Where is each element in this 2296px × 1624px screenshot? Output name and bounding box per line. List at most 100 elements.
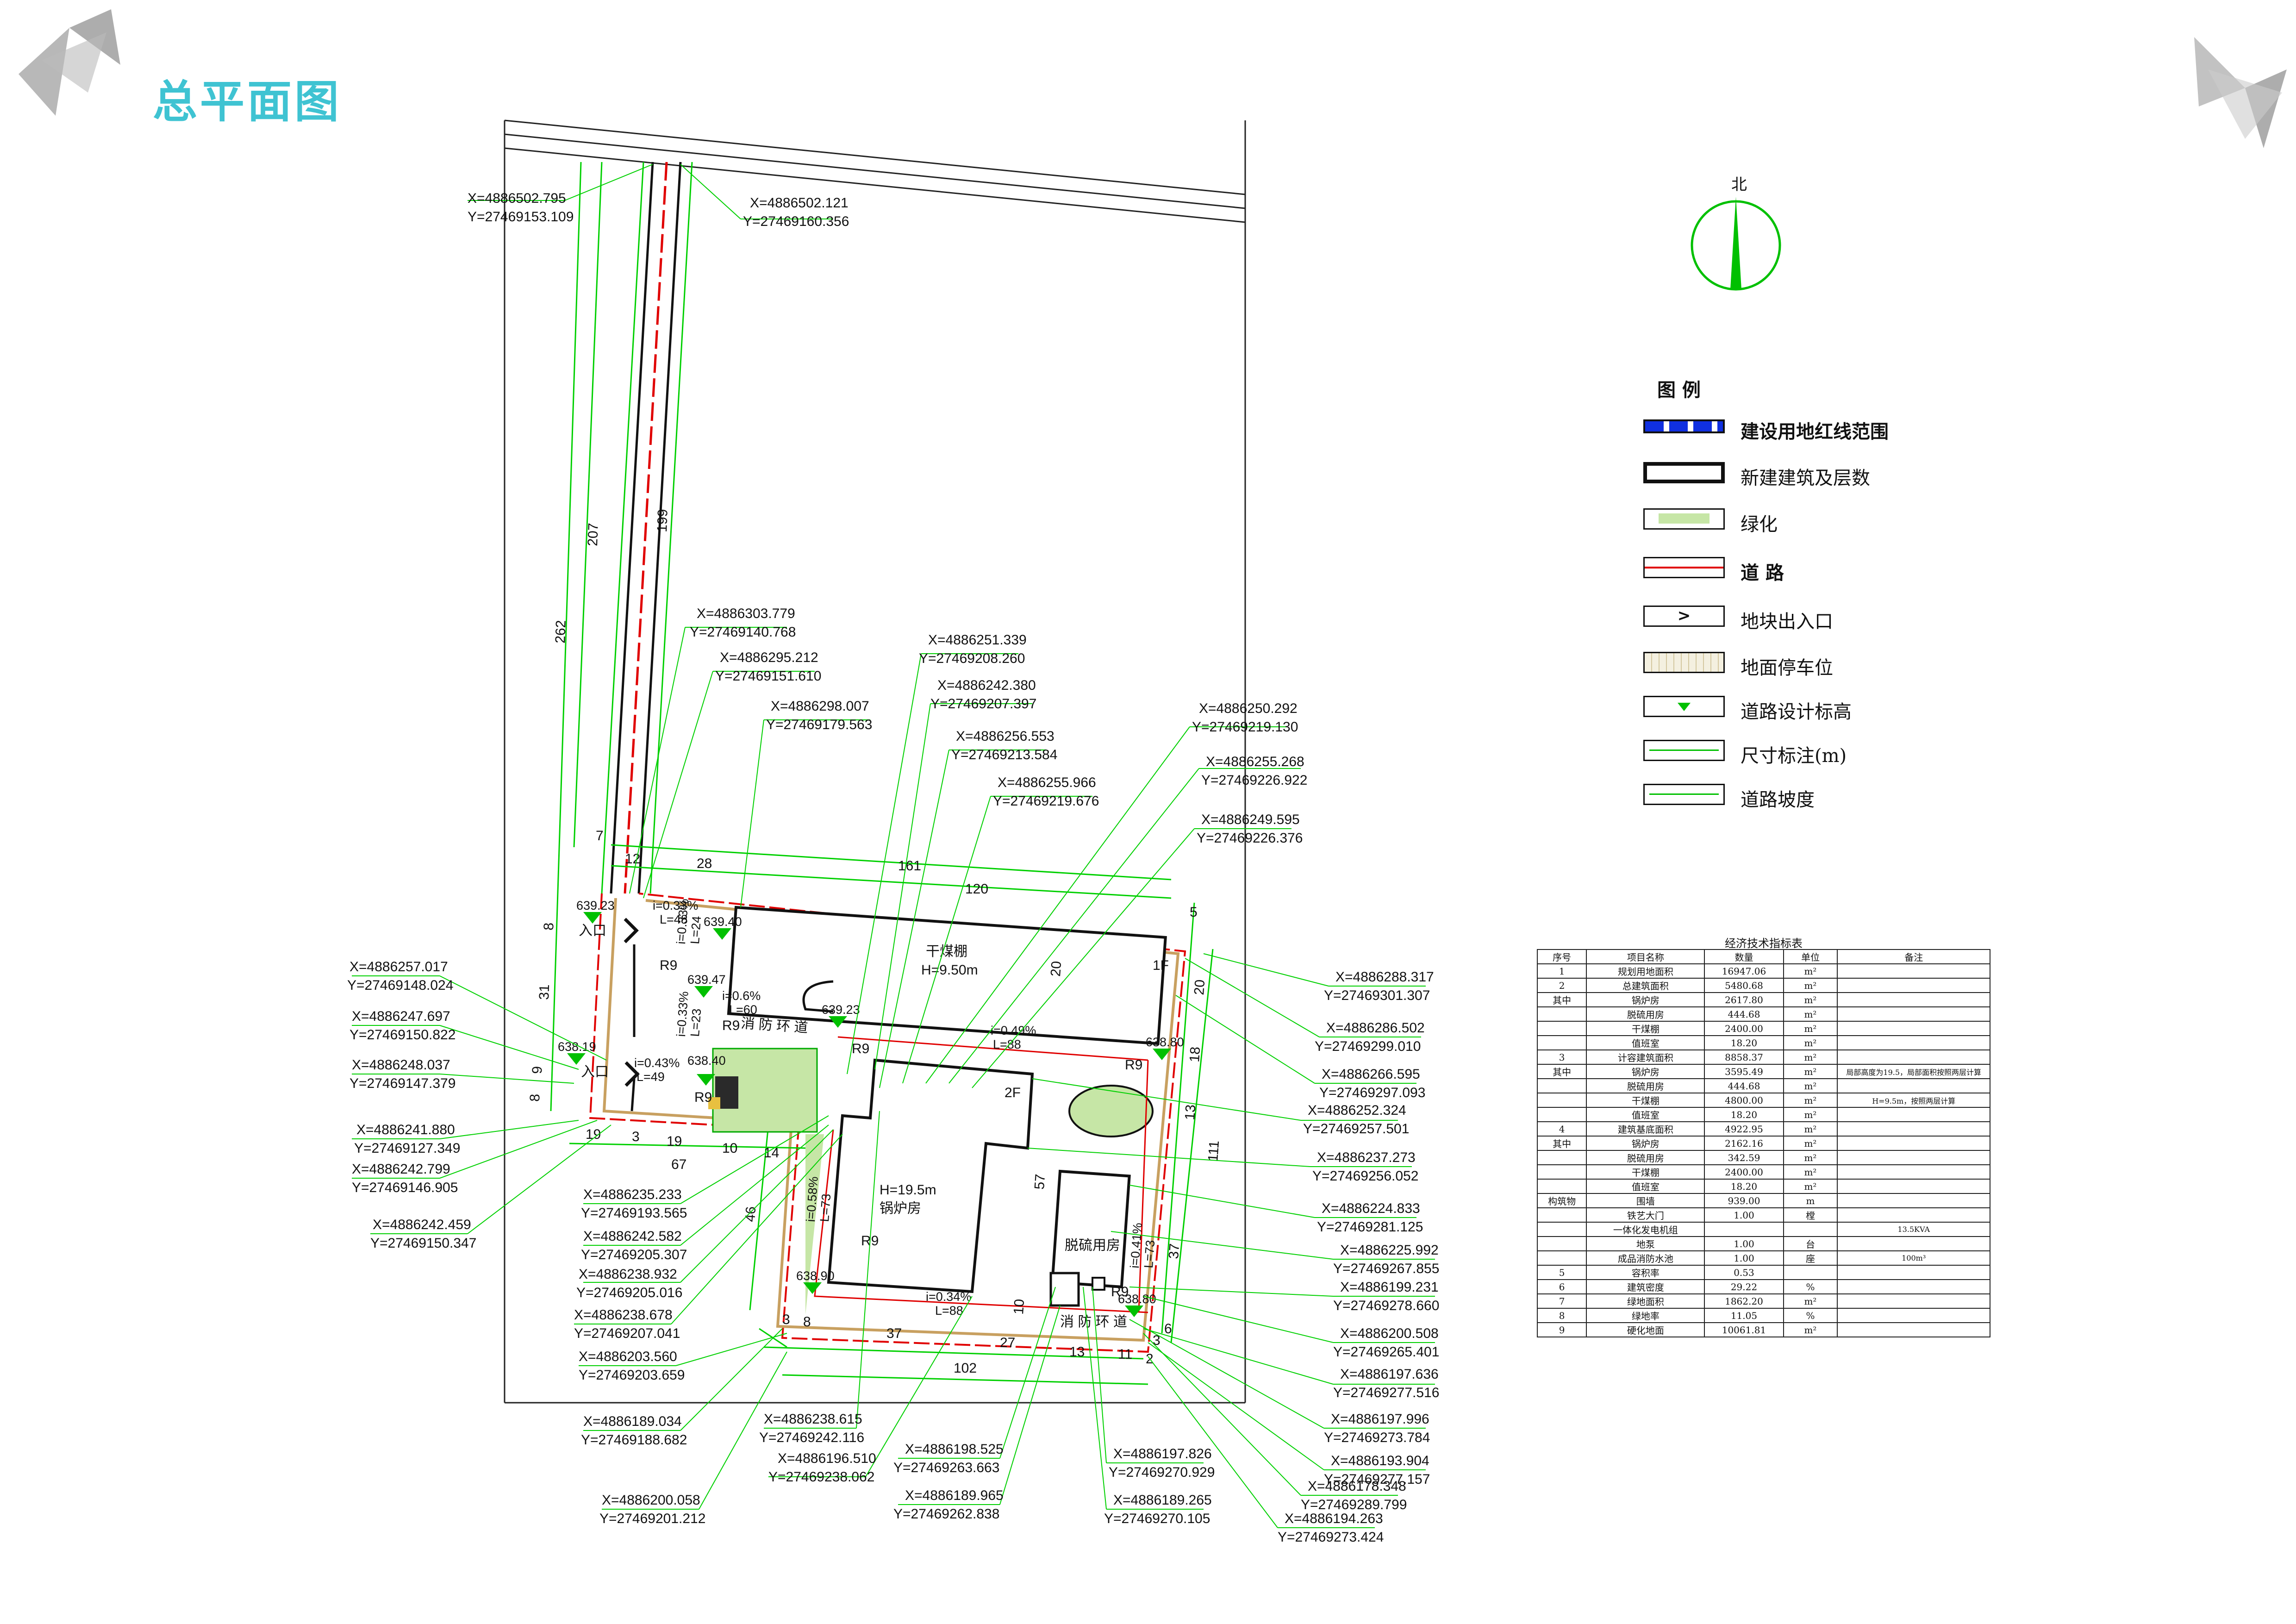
table-cell [1536, 1021, 1587, 1036]
table-cell [1536, 1107, 1587, 1122]
coord-x: X=4886200.508 [1340, 1326, 1439, 1341]
radius-label: R9 [660, 958, 677, 973]
coord-y: Y=27469265.401 [1333, 1344, 1439, 1360]
coord-y: Y=27469273.784 [1324, 1430, 1430, 1445]
table-cell: 台 [1783, 1236, 1838, 1251]
table-cell: 一体化发电机组 [1586, 1222, 1705, 1237]
table-cell [1837, 1136, 1990, 1151]
building-swatch [1643, 462, 1725, 483]
table-cell: 1 [1536, 963, 1587, 979]
table-cell: 值班室 [1586, 1035, 1705, 1050]
table-cell: 3 [1536, 1049, 1587, 1065]
coord-y: Y=27469238.062 [768, 1469, 874, 1485]
boiler-height: H=19.5m [880, 1182, 936, 1198]
elevation-label: 638.80 [1118, 1292, 1156, 1306]
table-cell: 围墙 [1586, 1193, 1705, 1208]
table-cell: m² [1783, 1064, 1838, 1079]
slope-label: i=0.33% [674, 898, 691, 944]
coord-x: X=4886235.233 [583, 1187, 682, 1202]
table-cell: 值班室 [1586, 1107, 1705, 1122]
north-arrow-icon [1730, 197, 1741, 289]
table-cell [1536, 1236, 1587, 1251]
dimension-label: 5 [1190, 905, 1198, 920]
coord-x: X=4886197.636 [1340, 1367, 1439, 1382]
dimension-label: 31 [537, 984, 552, 1000]
coord-x: X=4886266.595 [1322, 1067, 1420, 1082]
table-cell: 成品消防水池 [1586, 1250, 1705, 1266]
table-cell [1837, 1308, 1990, 1323]
dimension-label: 8 [541, 922, 557, 931]
radius-label: R9 [1111, 1284, 1129, 1299]
legend-label: 道路设计标高 [1741, 701, 1852, 723]
legend: 图 例 建设用地红线范围 新建建筑及层数 绿化 道 路 > 地块出入口 地面停车… [1639, 370, 2102, 824]
table-cell: 2400.00 [1704, 1164, 1784, 1180]
table-cell: 座 [1783, 1250, 1838, 1266]
table-cell: 总建筑面积 [1586, 978, 1705, 993]
boiler-label: 锅炉房 [880, 1201, 921, 1216]
table-cell: 100m³ [1837, 1250, 1990, 1266]
desulf-label: 脱硫用房 [1065, 1238, 1120, 1253]
table-cell [1837, 1193, 1990, 1208]
table-cell [1837, 1265, 1990, 1280]
table-cell: m² [1783, 1021, 1838, 1036]
table-cell [1783, 1265, 1838, 1280]
legend-label: 新建建筑及层数 [1741, 468, 1870, 489]
table-cell: m² [1783, 1322, 1838, 1337]
page-title: 总平面图 [153, 76, 342, 128]
coord-y: Y=27469256.052 [1312, 1168, 1418, 1184]
coord-y: Y=27469257.501 [1303, 1121, 1409, 1137]
coord-x: X=4886288.317 [1335, 969, 1434, 985]
dimension-label: 27 [1000, 1335, 1015, 1350]
dimension-label: 8 [527, 1093, 543, 1102]
column-header: 序号 [1536, 949, 1587, 964]
coord-y: Y=27469205.016 [576, 1285, 682, 1300]
table-cell: 2162.16 [1704, 1136, 1784, 1151]
table-cell [1536, 1035, 1587, 1050]
slope-label: L=60 [729, 1003, 757, 1017]
table-cell [1837, 1179, 1990, 1194]
table-cell [1783, 1222, 1838, 1237]
coord-y: Y=27469146.905 [352, 1180, 458, 1195]
coord-y: Y=27469150.347 [370, 1236, 476, 1251]
table-cell: 绿地面积 [1586, 1293, 1705, 1309]
table-cell [1536, 1150, 1587, 1165]
coord-y: Y=27469160.356 [743, 214, 849, 229]
dimension-label: 11 [1118, 1347, 1132, 1362]
coord-y: Y=27469205.307 [581, 1247, 687, 1262]
table-cell [1837, 1049, 1990, 1065]
legend-item-redline: 建设用地红线范围 [1643, 412, 2060, 444]
coord-x: X=4886286.502 [1326, 1020, 1425, 1036]
coord-y: Y=27469140.768 [690, 625, 796, 640]
table-cell: 锅炉房 [1586, 1136, 1705, 1151]
table-cell: 18.20 [1704, 1035, 1784, 1050]
table-cell: H=9.5m，按照两层计算 [1837, 1093, 1990, 1108]
coord-x: X=4886198.525 [905, 1442, 1004, 1457]
dimension-label: 3 [632, 1129, 640, 1144]
dimension-label: 8 [803, 1314, 811, 1330]
table-cell: 2 [1536, 978, 1587, 993]
legend-title: 图 例 [1657, 380, 1701, 401]
radius-label: R9 [722, 1018, 740, 1033]
elevation-label: 638.40 [687, 1054, 726, 1068]
table-cell [1837, 1035, 1990, 1050]
table-cell: 9 [1536, 1322, 1587, 1337]
coord-y: Y=27469242.116 [759, 1430, 864, 1445]
table-cell [1536, 1250, 1587, 1266]
table-cell: 脱硫用房 [1586, 1150, 1705, 1165]
coord-x: X=4886225.992 [1340, 1243, 1439, 1258]
table-cell: m² [1783, 1164, 1838, 1180]
table-cell: 4 [1536, 1121, 1587, 1137]
coord-x: X=4886257.017 [349, 959, 448, 974]
entrance-arrow-icon [624, 1061, 640, 1087]
table-cell: 其中 [1536, 1064, 1587, 1079]
